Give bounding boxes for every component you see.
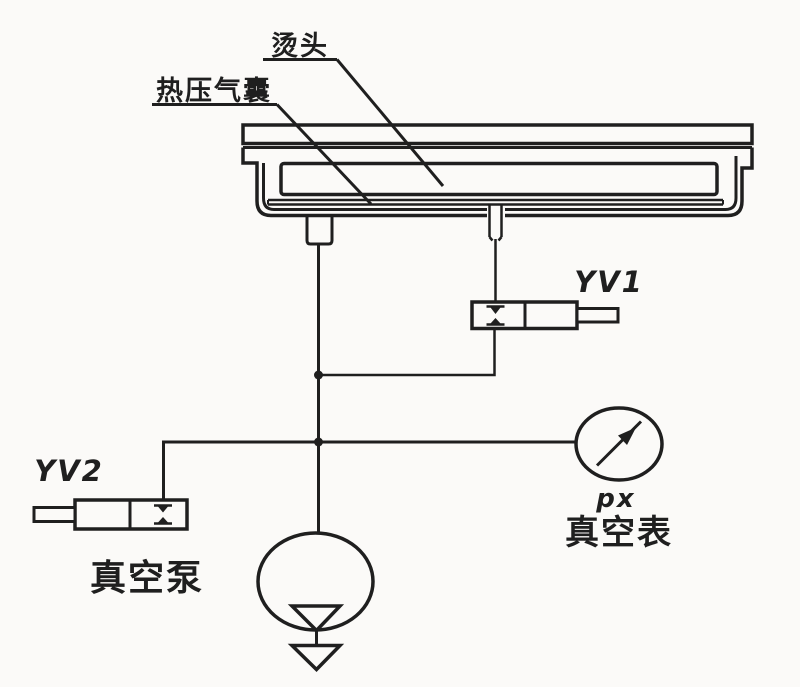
piping	[162, 239, 580, 536]
yv1-solenoid-stub	[575, 307, 620, 324]
gauge-needle-arrow	[618, 427, 636, 445]
pump-inner-triangle	[287, 604, 345, 634]
centre-tube-taper	[488, 236, 503, 242]
yv2-label: YV2	[34, 454, 104, 488]
yv2-seat-top-arrow	[158, 506, 168, 513]
valve-yv1	[470, 300, 620, 331]
press-assembly	[241, 123, 754, 246]
pipe-yv1-branch	[318, 328, 496, 377]
airbag-leader	[275, 103, 373, 206]
yv1-label: YV1	[574, 265, 644, 299]
yv1-seat-top-arrow	[490, 307, 501, 314]
vacuum-pump-label: 真空泵	[90, 557, 204, 598]
yv2-seat-bottom-arrow	[158, 517, 168, 523]
hot-head-leader	[335, 58, 445, 187]
callouts	[152, 58, 445, 206]
pump-exhaust-triangle	[287, 643, 345, 672]
yv2-solenoid-stub	[32, 506, 77, 523]
labels: 烫头 热压气囊 YV1 YV2 px 真空表 真空泵	[34, 31, 673, 598]
vacuum-gauge-label: 真空表	[565, 514, 673, 552]
airbag-label: 热压气囊	[156, 76, 272, 106]
valve-yv2	[32, 498, 189, 531]
px-label: px	[595, 484, 635, 514]
vacuum-gauge	[574, 406, 664, 482]
pump-circle	[256, 531, 375, 632]
hot-head-plate	[241, 123, 754, 146]
heating-platen	[279, 161, 719, 197]
pipe-main-horizontal	[162, 440, 580, 501]
vacuum-pump-symbol	[256, 531, 375, 672]
left-port-block	[305, 216, 334, 246]
hot-head-label: 烫头	[271, 31, 329, 61]
yv1-seat-bottom-arrow	[490, 318, 501, 324]
junction-dot-upper	[314, 370, 323, 380]
junction-dot-lower	[314, 437, 323, 447]
